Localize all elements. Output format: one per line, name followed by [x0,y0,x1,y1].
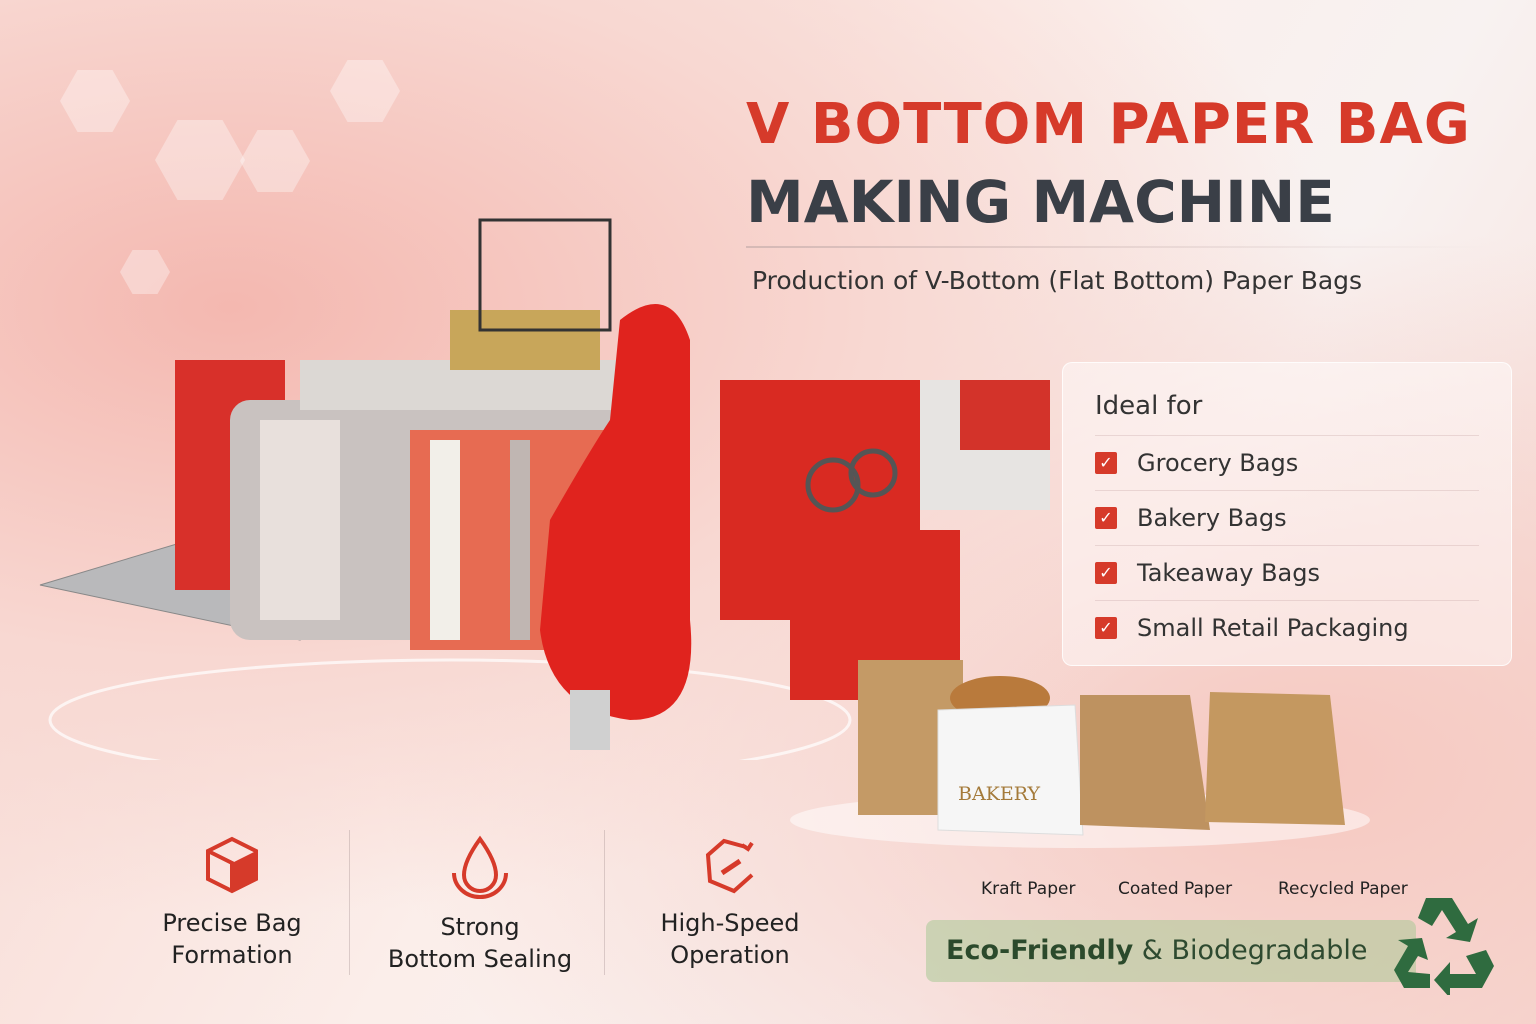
feature-line-1: High-Speed [660,909,800,937]
bakery-bag-label: BAKERY [958,783,1040,805]
item-label: Takeaway Bags [1137,559,1320,587]
feature-line-2: Bottom Sealing [387,945,573,973]
item-label: Grocery Bags [1137,449,1299,477]
feature-strong-bottom-sealing: Strong Bottom Sealing [360,835,600,975]
hexagon-decoration [120,250,170,294]
checkbox-icon: ✓ [1095,562,1117,584]
feature-line-2: Operation [670,941,790,969]
drop-icon [452,835,508,899]
feature-line-2: Formation [171,941,293,969]
hexagon-decoration [60,70,130,132]
ideal-for-panel: Ideal for ✓ Grocery Bags ✓ Bakery Bags ✓ Ta… [1062,362,1512,666]
item-label: Small Retail Packaging [1137,614,1409,642]
list-item: ✓ Small Retail Packaging [1095,600,1479,655]
list-item: ✓ Bakery Bags [1095,490,1479,545]
divider [349,830,350,975]
paper-bags-illustration: BAKERY [790,660,1370,848]
title-line-1: V BOTTOM PAPER BAG [746,92,1471,157]
feature-precise-bag-formation: Precise Bag Formation [112,835,352,971]
eco-bold-text: Eco-Friendly [946,935,1134,966]
paper-type: Recycled Paper [1278,879,1408,899]
hexagon-decoration [330,60,400,122]
item-label: Bakery Bags [1137,504,1287,532]
ideal-for-heading: Ideal for [1095,391,1203,421]
machine-illustration [39,218,1050,760]
divider [746,246,1486,248]
recycle-icon [1394,898,1494,995]
feature-line-1: Strong [440,913,520,941]
cube-icon [206,836,258,894]
checkbox-icon: ✓ [1095,617,1117,639]
paper-type: Coated Paper [1118,879,1233,899]
paper-type: Kraft Paper [981,879,1076,899]
subtitle: Production of V-Bottom (Flat Bottom) Pap… [752,266,1363,295]
title-line-2: MAKING MACHINE [746,168,1335,236]
list-item: ✓ Takeaway Bags [1095,545,1479,600]
checkbox-icon: ✓ [1095,452,1117,474]
speed-icon [705,838,754,894]
hexagon-decoration [240,130,310,192]
hexagon-decoration [155,120,245,200]
eco-friendly-banner: Eco-Friendly & Biodegradable [926,920,1416,982]
checkbox-icon: ✓ [1095,507,1117,529]
divider [604,830,605,975]
feature-high-speed-operation: High-Speed Operation [610,835,850,971]
feature-line-1: Precise Bag [162,909,302,937]
list-item: ✓ Grocery Bags [1095,435,1479,490]
eco-rest-text: & Biodegradable [1133,935,1368,966]
